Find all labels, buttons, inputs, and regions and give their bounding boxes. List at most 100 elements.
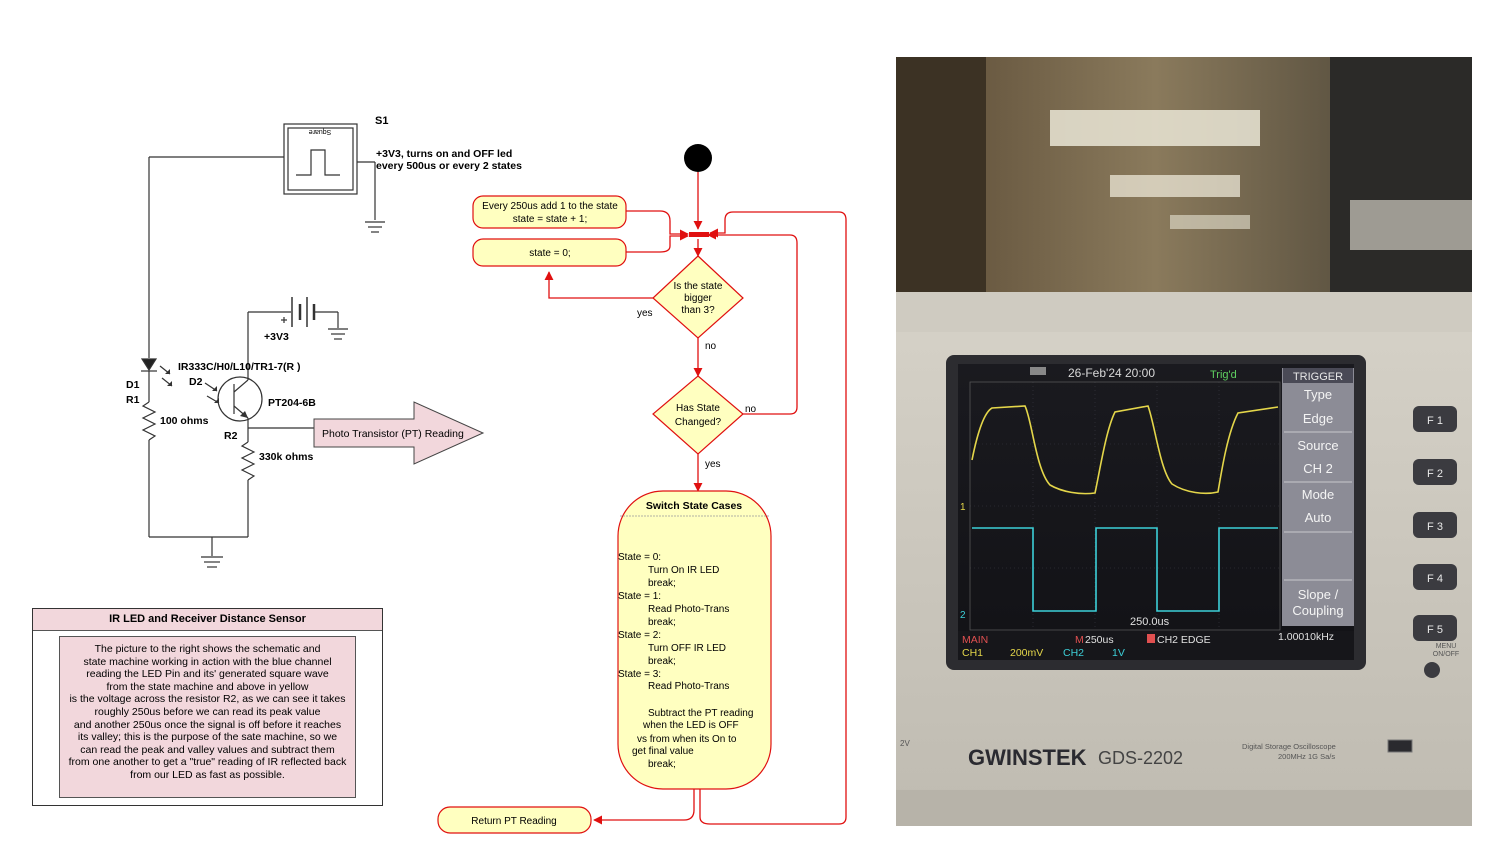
d2-part-label: IR333C/H0/L10/TR1-7(R ) bbox=[178, 361, 301, 373]
menu-type-value: Edge bbox=[1303, 411, 1333, 426]
f3-label: F 3 bbox=[1427, 521, 1443, 533]
decision-1-text-3: than 3? bbox=[681, 305, 715, 316]
ch1-marker: 1 bbox=[960, 502, 966, 513]
status-ch2-scale: 1V bbox=[1112, 647, 1125, 659]
status-trigger: CH2 EDGE bbox=[1157, 634, 1211, 646]
pt-output-label: Photo Transistor (PT) Reading bbox=[322, 428, 464, 440]
switch-line: break; bbox=[648, 617, 676, 628]
switch-line: State = 1: bbox=[618, 591, 661, 602]
return-pt-reading-text: Return PT Reading bbox=[471, 816, 556, 827]
pt-reading-output-arrow bbox=[313, 401, 485, 465]
menu-onoff-label-1: MENU bbox=[1436, 643, 1457, 650]
state-machine-flowchart: Every 250us add 1 to the state state = s… bbox=[437, 144, 847, 834]
f1-label: F 1 bbox=[1427, 415, 1443, 427]
info-box-title: IR LED and Receiver Distance Sensor bbox=[33, 609, 382, 631]
menu-mode-value: Auto bbox=[1305, 510, 1332, 525]
status-ch2: CH2 bbox=[1063, 647, 1084, 659]
menu-title: TRIGGER bbox=[1293, 371, 1343, 383]
resistor-r2-symbol bbox=[240, 441, 256, 481]
f2-label: F 2 bbox=[1427, 468, 1443, 480]
start-node bbox=[684, 144, 712, 172]
source-note-2: every 500us or every 2 states bbox=[376, 160, 522, 172]
switch-case-lines: State = 0: Turn On IR LED break; State =… bbox=[618, 552, 753, 770]
timebase-marker: 250.0us bbox=[1130, 616, 1170, 628]
menu-type: Type bbox=[1304, 387, 1332, 402]
switch-line: Turn On IR LED bbox=[648, 565, 719, 576]
r2-label: R2 bbox=[224, 430, 238, 442]
f1-button[interactable] bbox=[1413, 406, 1457, 432]
switch-line: Read Photo-Trans bbox=[648, 681, 729, 692]
decision-2-text-2: Changed? bbox=[675, 417, 722, 428]
increment-state-text-1: Every 250us add 1 to the state bbox=[482, 201, 618, 212]
decision-1-text-1: Is the state bbox=[674, 281, 723, 292]
reset-state-text: state = 0; bbox=[529, 248, 570, 259]
q-part-label: PT204-6B bbox=[268, 397, 316, 409]
status-frequency: 1.00010kHz bbox=[1278, 631, 1334, 643]
f2-button[interactable] bbox=[1413, 459, 1457, 485]
switch-line: break; bbox=[648, 759, 676, 770]
decision-state-bigger bbox=[652, 255, 744, 339]
r1-value: 100 ohms bbox=[160, 415, 209, 427]
source-inner-label: Square bbox=[309, 128, 332, 135]
tagline-1: Digital Storage Oscilloscope bbox=[1242, 742, 1336, 751]
status-main: MAIN bbox=[962, 634, 988, 646]
tagline-2: 200MHz 1G Sa/s bbox=[1278, 752, 1335, 761]
menu-power-button[interactable] bbox=[1424, 662, 1440, 678]
battery-label: +3V3 bbox=[264, 331, 289, 343]
resistor-r1-symbol bbox=[141, 401, 157, 441]
no-label-2: no bbox=[745, 404, 757, 415]
switch-line: get final value bbox=[632, 746, 694, 757]
ch2-cyan-trace bbox=[972, 527, 1278, 612]
trigger-menu-panel bbox=[1282, 368, 1354, 626]
yes-label-2: yes bbox=[705, 459, 721, 470]
f5-button[interactable] bbox=[1413, 615, 1457, 641]
menu-coupling: Coupling bbox=[1292, 603, 1343, 618]
menu-slope: Slope / bbox=[1298, 587, 1339, 602]
switch-line: Subtract the PT reading bbox=[648, 708, 753, 719]
switch-line: State = 0: bbox=[618, 552, 661, 563]
decision-1-text-2: bigger bbox=[684, 293, 712, 304]
status-ch1: CH1 bbox=[962, 647, 983, 659]
s1-label: S1 bbox=[375, 115, 388, 127]
f3-button[interactable] bbox=[1413, 512, 1457, 538]
increment-state-box bbox=[472, 195, 627, 229]
menu-mode: Mode bbox=[1302, 487, 1335, 502]
d1-label: D1 bbox=[126, 379, 140, 391]
status-m: M bbox=[1075, 634, 1084, 646]
usb-port[interactable] bbox=[1387, 739, 1413, 753]
switch-line: break; bbox=[648, 656, 676, 667]
f4-button[interactable] bbox=[1413, 564, 1457, 590]
switch-title: Switch State Cases bbox=[646, 500, 742, 512]
switch-line: State = 2: bbox=[618, 630, 661, 641]
decision-state-changed bbox=[652, 375, 744, 455]
d2-label: D2 bbox=[189, 376, 203, 388]
decision-2-text-1: Has State bbox=[676, 403, 720, 414]
ch1-yellow-trace bbox=[971, 405, 1279, 495]
switch-line: vs from when its On to bbox=[637, 734, 737, 745]
source-note-1: +3V3, turns on and OFF led bbox=[376, 148, 512, 160]
menu-source: Source bbox=[1297, 438, 1338, 453]
switch-line: when the LED is OFF bbox=[642, 720, 739, 731]
scope-datetime: 26-Feb'24 20:00 bbox=[1068, 366, 1155, 380]
phototransistor-symbol bbox=[217, 376, 263, 422]
no-label-1: no bbox=[705, 341, 717, 352]
model-name: GDS-2202 bbox=[1098, 748, 1183, 768]
r1-label: R1 bbox=[126, 394, 140, 406]
switch-line: Read Photo-Trans bbox=[648, 604, 729, 615]
switch-state-cases-box bbox=[617, 490, 772, 790]
function-keys: F 1 F 2 F 3 F 4 F 5 bbox=[1413, 406, 1457, 641]
probe-note: 2V bbox=[900, 739, 910, 748]
switch-line: Turn OFF IR LED bbox=[648, 643, 726, 654]
reset-state-box bbox=[472, 238, 627, 267]
return-pt-reading-box bbox=[437, 806, 592, 834]
brand-logo: GWINSTEK bbox=[968, 745, 1087, 770]
switch-line: break; bbox=[648, 578, 676, 589]
scope-trig-status: Trig'd bbox=[1210, 369, 1237, 381]
menu-onoff-label-2: ON/OFF bbox=[1433, 651, 1459, 658]
r2-value: 330k ohms bbox=[259, 451, 313, 463]
oscilloscope-photo: 1 2 26-Feb'24 20:00 Trig'd TRIGGER Type … bbox=[896, 57, 1472, 826]
ch2-marker: 2 bbox=[960, 610, 966, 621]
f5-label: F 5 bbox=[1427, 624, 1443, 636]
menu-source-value: CH 2 bbox=[1303, 461, 1333, 476]
led-d1-symbol bbox=[140, 358, 158, 372]
